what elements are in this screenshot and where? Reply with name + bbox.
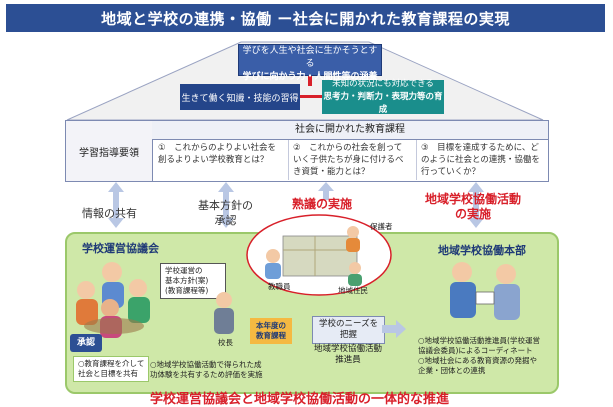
policy-box-line-2: 基本方針(案) — [165, 276, 209, 285]
plan-box-line-2: 教育課程 — [256, 331, 286, 340]
headquarters-note-line-2: 協議会委員)によるコーディネート — [418, 346, 533, 355]
red-connector-horizontal — [298, 95, 324, 98]
double-arrow-center-left — [218, 182, 234, 228]
table-cell-2: ② これからの社会を創っていく子供たちが身に付けるべき資質・能力とは？ — [288, 140, 414, 180]
double-arrow-right — [468, 182, 484, 228]
activity-label: 地域学校協働活動 の実施 — [425, 192, 521, 222]
coordinator-line-2: 推進員 — [335, 355, 361, 365]
thinking-line-1: 未知の状況にも対応できる — [332, 78, 434, 89]
table-header: 社会に開かれた教育課程 — [152, 121, 548, 140]
headquarters-title: 地域学校協働本部 — [438, 244, 526, 257]
headquarters-note-line-4: 企業・団体との連携 — [418, 366, 486, 375]
approval-note-line-1: ○教育課程を介して — [78, 359, 145, 368]
thinking-line-2: 思考力・判断力・表現力等の育成 — [323, 91, 443, 115]
activity-label-line-2: の実施 — [455, 207, 492, 221]
double-arrow-left — [108, 182, 124, 228]
evaluation-note: ○地域学校協働活動で得られた成 功体験を共有するため評価を実施 — [150, 360, 263, 380]
headquarters-note-line-3: ○地域社会にある教育資源の発掘や — [418, 356, 538, 365]
table-row-label: 学習指導要領 — [66, 121, 153, 181]
headquarters-note-line-1: ○地域学校協働活動推進員(学校運営 — [418, 336, 540, 345]
attitude-line-2: 学びに向かう力・人間性等の涵養 — [242, 72, 378, 82]
plan-box-line-1: 本年度の — [256, 321, 286, 330]
info-share-label: 情報の共有 — [82, 207, 137, 220]
approval-note: ○教育課程を介して 社会と目標を共有 — [73, 356, 150, 382]
red-connector-vertical — [308, 74, 312, 86]
evaluation-note-line-2: 功体験を共有するため評価を実施 — [150, 370, 263, 379]
page-title: 地域と学校の連携・協働 ー社会に開かれた教育課程の実現 — [6, 4, 605, 32]
policy-proposal-box: 学校運営の 基本方針(案) (教育課程等) — [160, 263, 226, 299]
attitude-line-1: 学びを人生や社会に生かそうとする — [242, 46, 378, 69]
annual-curriculum-box: 本年度の 教育課程 — [250, 318, 292, 344]
needs-line-2: 把握 — [340, 330, 358, 340]
competency-box-thinking: 未知の状況にも対応できる 思考力・判断力・表現力等の育成 — [322, 78, 444, 115]
coordinator-label: 地域学校協働活動 推進員 — [314, 344, 382, 366]
principal-illustration — [214, 292, 234, 334]
school-needs-box: 学校のニーズを 把握 — [312, 316, 386, 344]
policy-box-line-3: (教育課程等) — [165, 286, 209, 295]
table-cell-1: ① これからのよりよい社会を創るよりよい学校教育とは？ — [158, 143, 276, 165]
approval-badge: 承認 — [70, 334, 102, 352]
integrated-promotion-heading: 学校運営協議会と地域学校協働活動の一体的な推進 — [150, 392, 450, 407]
deliberation-cloud — [246, 214, 392, 296]
council-title: 学校運営協議会 — [82, 242, 159, 255]
needs-arrow-icon — [382, 320, 406, 338]
deliberation-label: 熟議の実施 — [292, 197, 353, 211]
evaluation-note-line-1: ○地域学校協働活動で得られた成 — [150, 360, 262, 369]
approval-note-line-2: 社会と目標を共有 — [78, 369, 138, 378]
policy-label-line-1: 基本方針の — [198, 199, 253, 212]
cloud-label-parents: 保護者 — [370, 222, 393, 231]
coordinator-line-1: 地域学校協働活動 — [314, 344, 383, 354]
competency-box-knowledge: 生きて働く知識・技能の習得 — [180, 84, 300, 110]
policy-box-line-1: 学校運営の — [165, 266, 203, 275]
cloud-label-teachers: 教職員 — [268, 282, 291, 291]
curriculum-table: 学習指導要領 社会に開かれた教育課程 ① これからのよりよい社会を創るよりよい学… — [65, 120, 549, 182]
cloud-label-residents: 地域住民 — [338, 286, 368, 295]
table-cell-3: ③ 目標を達成するために、どのように社会との連携・協働を行っていくか？ — [416, 140, 546, 180]
policy-approval-label: 基本方針の 承認 — [198, 198, 253, 228]
headquarters-note: ○地域学校協働活動推進員(学校運営 協議会委員)によるコーディネート ○地域社会… — [418, 336, 540, 376]
policy-label-line-2: 承認 — [214, 214, 237, 227]
double-arrow-center — [318, 182, 334, 200]
principal-label: 校長 — [218, 338, 233, 347]
needs-line-1: 学校のニーズを — [319, 319, 379, 329]
competency-box-attitude: 学びを人生や社会に生かそうとする 学びに向かう力・人間性等の涵養 — [238, 44, 382, 82]
headquarters-members-illustration — [450, 262, 520, 320]
council-members-illustration — [76, 262, 150, 338]
activity-label-line-1: 地域学校協働活動 — [425, 192, 522, 206]
